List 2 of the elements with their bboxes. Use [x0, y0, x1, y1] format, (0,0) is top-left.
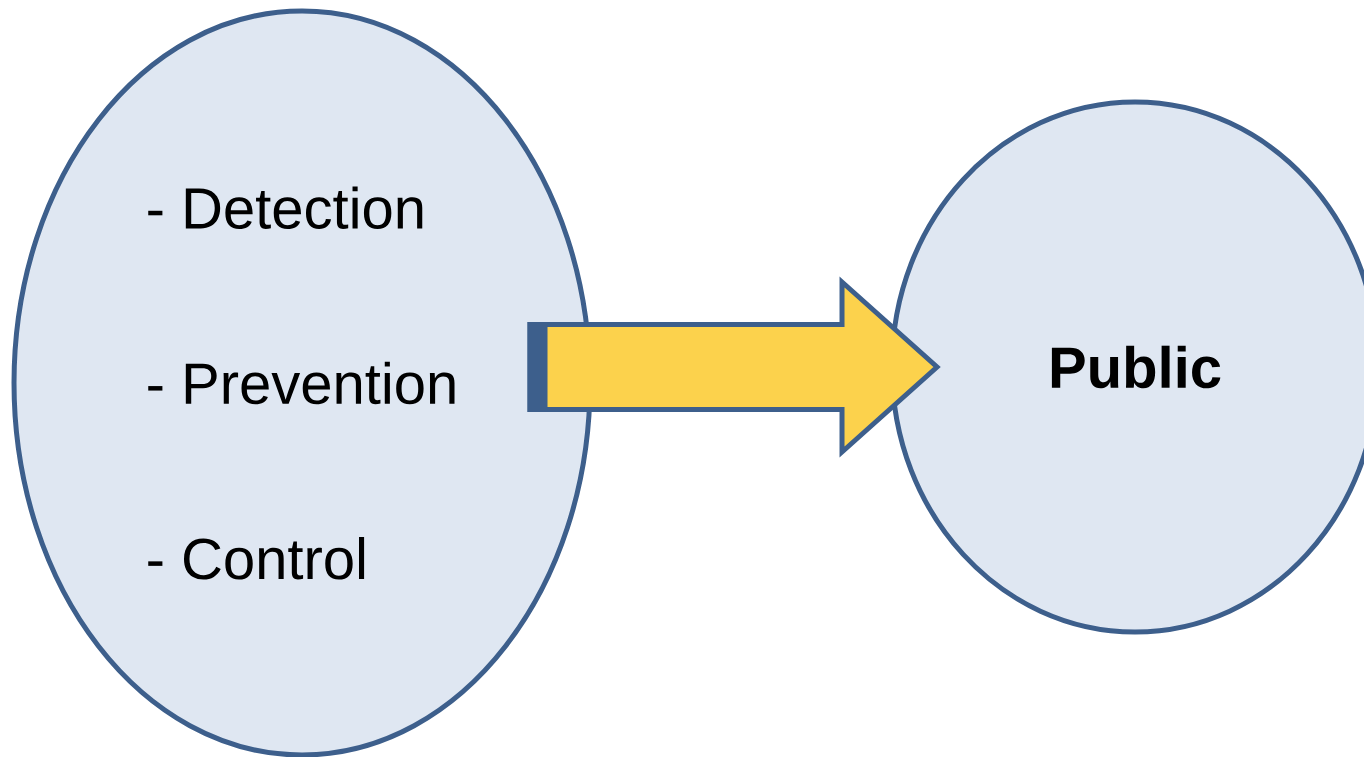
ellipse-node: Public: [889, 99, 1364, 635]
ellipse-node: - Detection - Prevention - Control: [11, 8, 593, 757]
